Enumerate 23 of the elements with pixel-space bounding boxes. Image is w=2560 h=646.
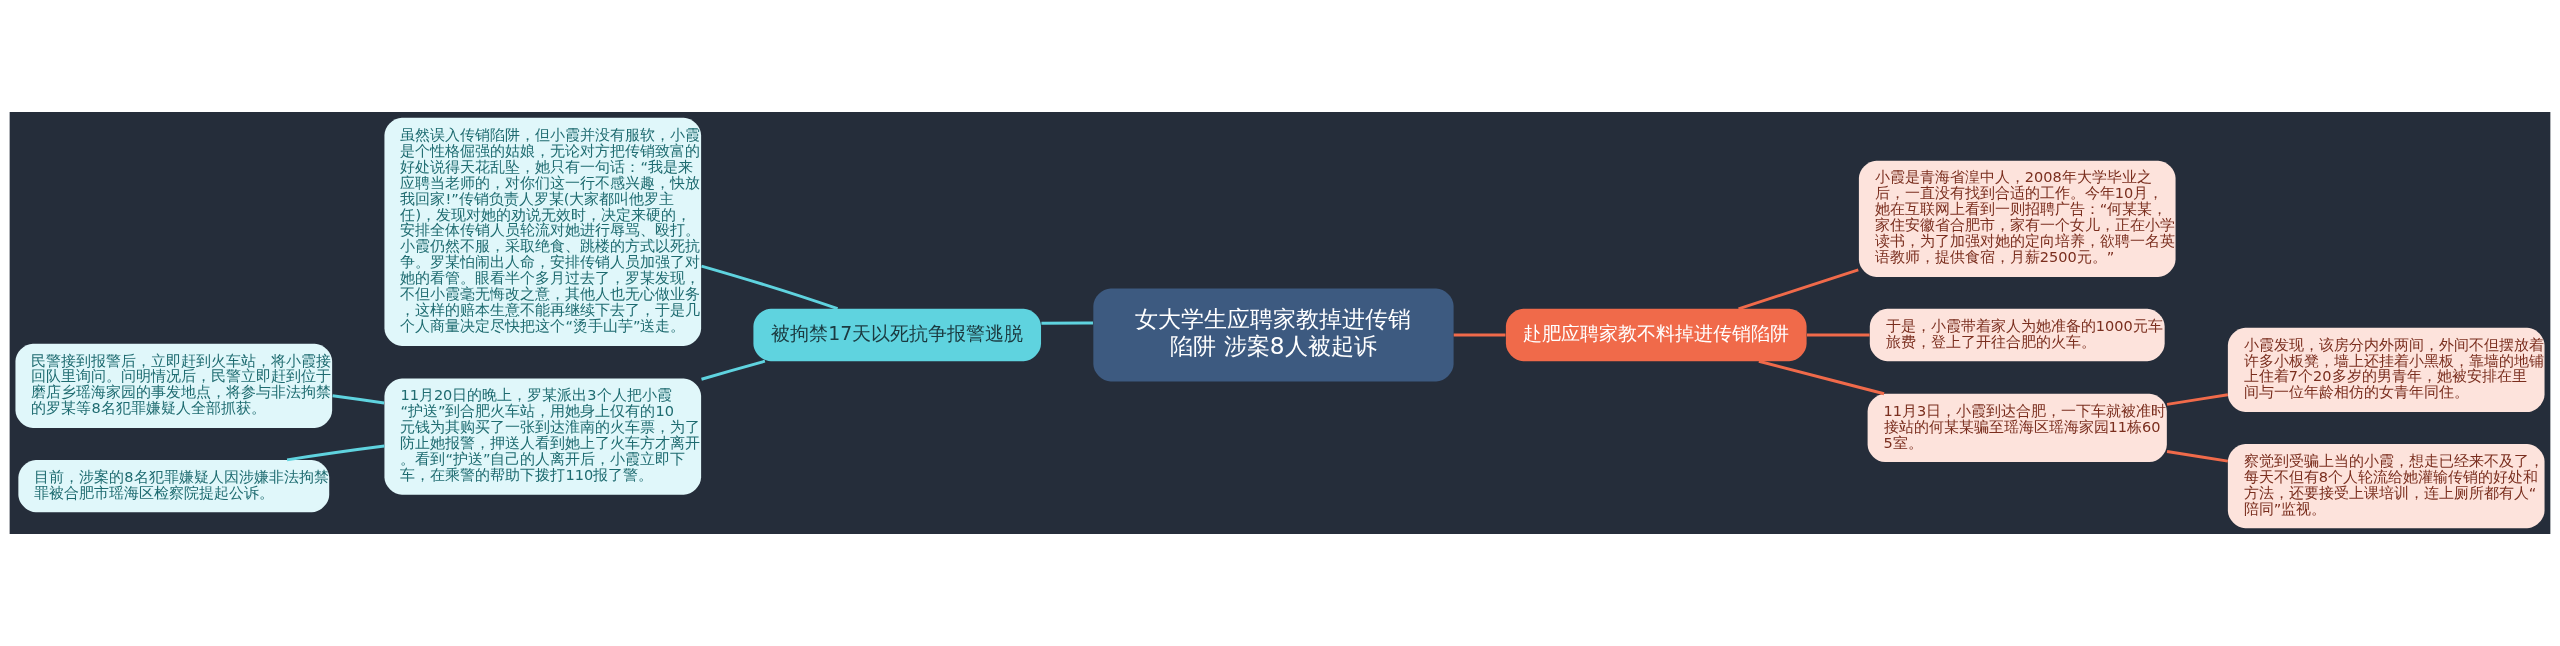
node-box: 小霞发现，该房分内外两间，外间不但摆放着许多小板凳，墙上还挂着小黑板，靠墙的地铺上住着7个20多岁的男青年，她被安排在里间与一位年龄相仿的女青年同住。 [2227, 327, 2545, 412]
node-box: 民警接到报警后，立即赶到火车站，将小霞接回队里询问。问明情况后，民警立即赶到位于磨店乡瑶海家园的事发地点，将参与非法拘禁的罗某等8名犯罪嫌疑人全部抓获。 [15, 343, 333, 428]
node-box: 女大学生应聘家教掉进传销陷阱 涉案8人被起诉 [1093, 288, 1454, 382]
node-box: 11月3日，小霞到达合肥，一下车就被准时接站的何某某骗至瑶海区瑶海家园11栋605室。 [1867, 393, 2167, 463]
node-box: 虽然误入传销陷阱，但小霞并没有服软，小霞是个性格倔强的姑娘，无论对方把传销致富的好处说得天花乱坠，她只有一句话：“我是来应聘当老师的，对你们这一行不感兴趣，快放我回家!”传销负责人罗某(大家都叫他罗主任)，发现对她的劝说无效时，决定来硬的，安排全体传销人员轮流对她进行辱骂、殴打。小霞仍然不服，采取绝食、跳楼的方式以死抗争。罗某怕闹出人命，安排传销人员加强了对她的看管。眼看半个多月过去了，罗某发现，不但小霞毫无悔改之意，其他人也无心做业务，这样的赔本生意不能再继续下去了，于是几个人商量决定尽快把这个“烫手山芋”送走。 [384, 117, 702, 346]
connector [332, 394, 385, 405]
node-box: 目前，涉案的8名犯罪嫌疑人因涉嫌非法拘禁罪被合肥市瑶海区检察院提起公诉。 [18, 459, 330, 513]
connector [286, 444, 385, 462]
connector [2166, 393, 2229, 406]
node-box: 察觉到受骗上当的小霞，想走已经来不及了，每天不但有8个人轮流给她灌输传销的好处和方法，还要接受上课培训，连上厕所都有人“陪同”监视。 [2227, 443, 2545, 529]
connector [1806, 333, 1870, 337]
node-box: 被拘禁17天以死抗争报警逃脱 [753, 308, 1042, 362]
node-box: 于是，小霞带着家人为她准备的1000元车旅费，登上了开往合肥的火车。 [1869, 308, 2165, 362]
connector [1758, 359, 1885, 396]
connector [1041, 321, 1093, 325]
node-box: 11月20日的晚上，罗某派出3个人把小霞“护送”到合肥火车站，用她身上仅有的10元钱为其购买了一张到达淮南的火车票，为了防止她报警，押送人看到她上了火车方才离开。看到“护送”自己的人离开后，小霞立即下车，在乘警的帮助下拨打110报了警。 [384, 378, 702, 495]
connector [1738, 268, 1859, 311]
connector [1453, 333, 1506, 337]
connector [701, 359, 766, 381]
node-box: 小霞是青海省湟中人，2008年大学毕业之后，一直没有找到合适的工作。今年10月，她在互联网上看到一则招聘广告：“何某某，家住安徽省合肥市，家有一个女儿，正在小学读书，为了加强对她的定向培养，欲聘一名英语教师，提供食宿，月薪2500元。” [1858, 160, 2176, 277]
node-box: 赴肥应聘家教不料掉进传销陷阱 [1505, 308, 1807, 362]
connector [701, 264, 839, 311]
connector [2166, 450, 2229, 463]
